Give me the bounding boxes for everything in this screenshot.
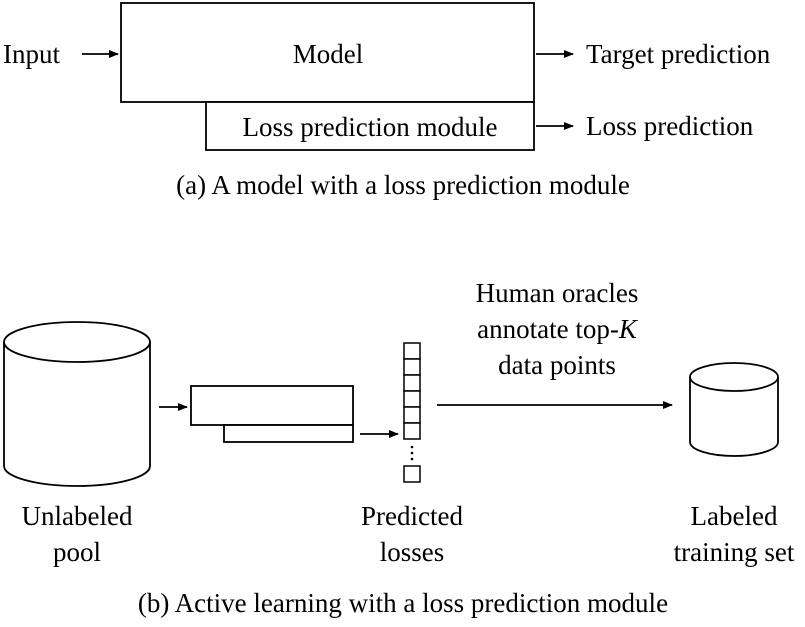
labeled-set-label-line1: Labeled [691, 501, 778, 531]
input-label: Input [3, 39, 60, 69]
oracle-label-line1: Human oracles [476, 278, 639, 308]
model-label: Model [293, 39, 364, 69]
predicted-losses-stack [403, 342, 421, 483]
predicted-losses-label-line2: losses [380, 537, 445, 567]
loss-prediction-module-label: Loss prediction module [243, 112, 498, 142]
labeled-training-set-cylinder [689, 362, 779, 457]
mini-loss-module-box [223, 424, 354, 443]
caption-a: (a) A model with a loss prediction modul… [176, 170, 630, 200]
labeled-set-label-line2: training set [674, 537, 795, 567]
loss-prediction-label: Loss prediction [586, 111, 754, 141]
part-b: Unlabeled pool Predicted losses Human or… [3, 278, 795, 618]
unlabeled-pool-label-line1: Unlabeled [22, 501, 133, 531]
predicted-losses-label-line1: Predicted [361, 501, 463, 531]
target-prediction-label: Target prediction [586, 39, 771, 69]
unlabeled-pool-label-line2: pool [53, 537, 101, 567]
mini-model-box [190, 385, 354, 426]
caption-b: (b) Active learning with a loss predicti… [138, 588, 668, 618]
loss-prediction-module-box [205, 101, 535, 151]
oracle-label-line2: annotate top-K [477, 314, 639, 344]
part-a: Input Model Loss prediction module Targe… [3, 2, 771, 200]
oracle-label-line3: data points [498, 350, 616, 380]
unlabeled-pool-cylinder [3, 321, 151, 487]
